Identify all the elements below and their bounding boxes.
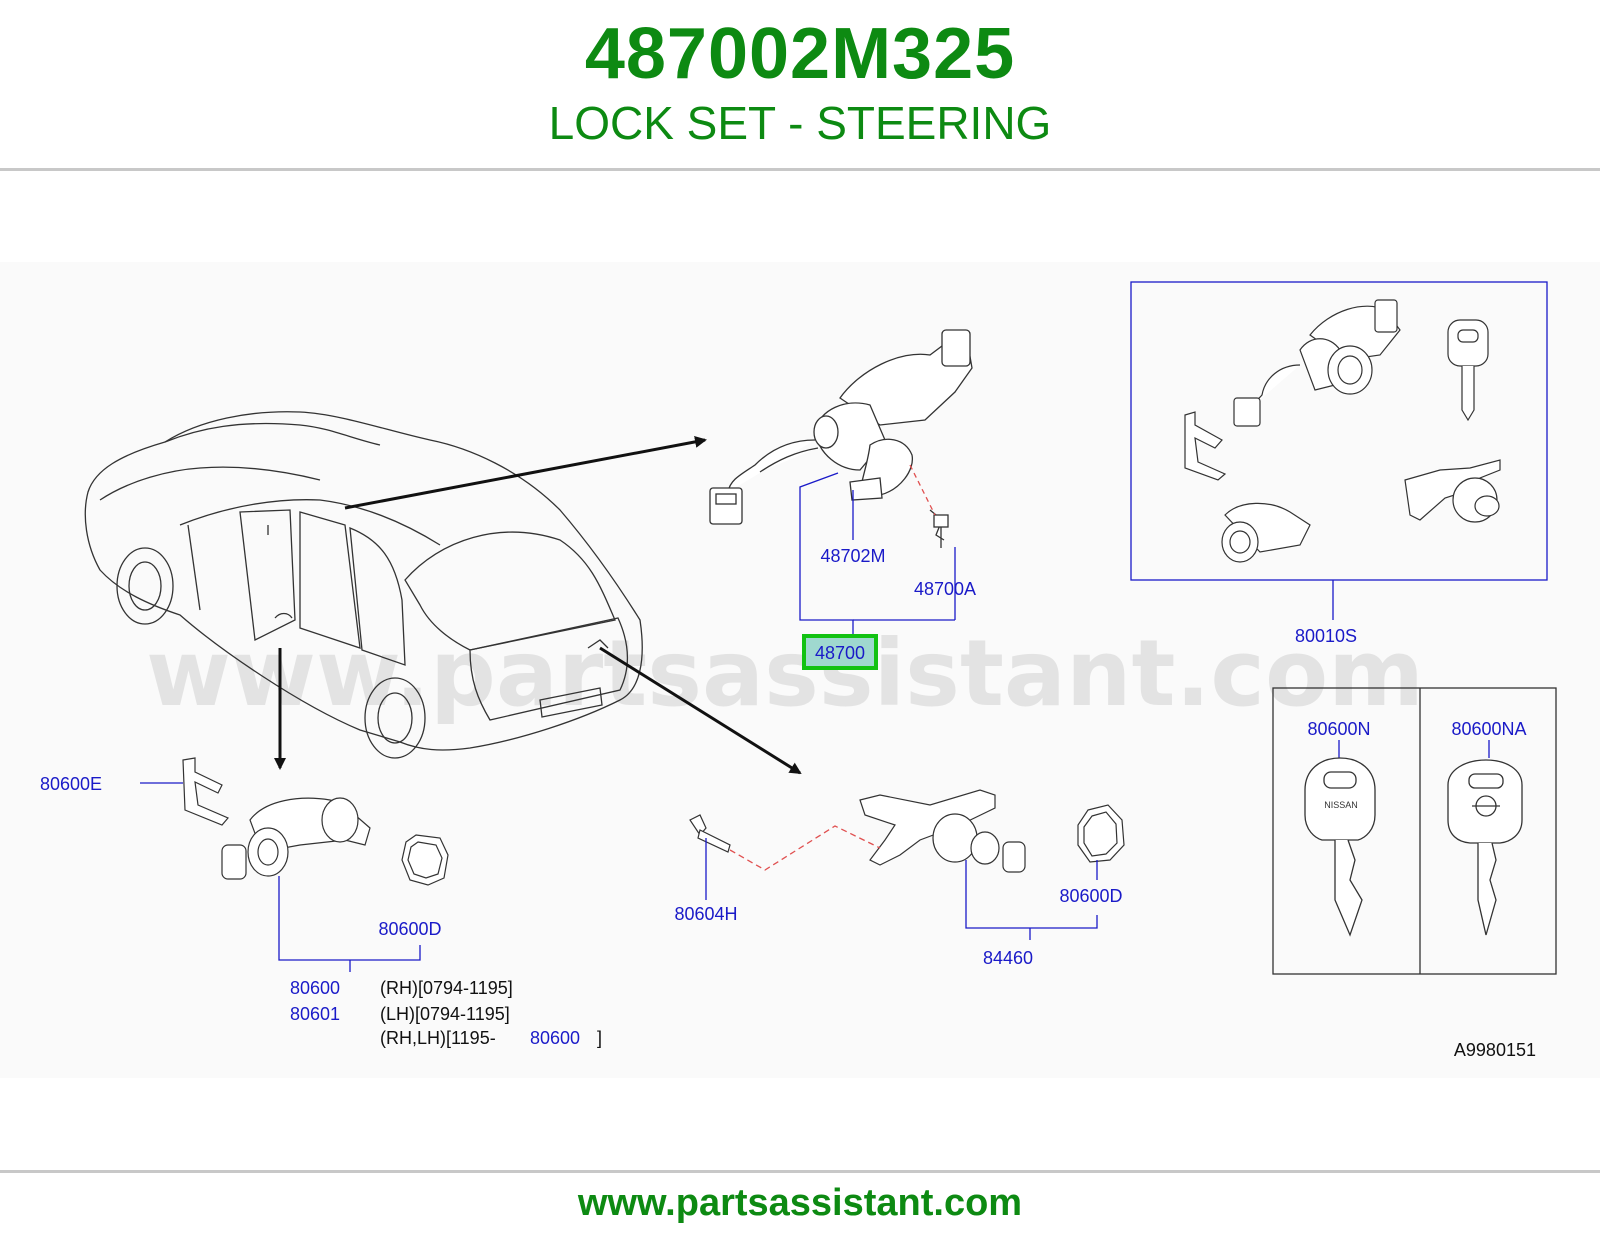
note-rh: (RH)[0794-1195] [380,978,513,998]
callout-84460[interactable]: 84460 [983,948,1033,968]
page-header: 487002M325 LOCK SET - STEERING [0,0,1600,170]
key-80600N-drawing [1304,757,1376,937]
note-lh: (LH)[0794-1195] [380,1004,510,1024]
part-number-title: 487002M325 [584,14,1016,94]
callout-80600N[interactable]: 80600N [1307,719,1370,739]
car-illustration [84,411,643,759]
trunk-lock-leaders [965,860,1098,940]
trunk-lock-dashed-leader [729,825,881,871]
callout-48700A[interactable]: 48700A [914,579,976,599]
callout-48700-highlighted[interactable]: 48700 [815,643,865,663]
note-rhlh: (RH,LH)[1195- [380,1028,496,1048]
kit-80010S-frame [1130,281,1548,581]
left-door-lock-leaders [278,876,421,972]
callout-80600E[interactable]: 80600E [40,774,102,794]
key-brand-label: NISSAN [1324,800,1358,810]
callout-80604H[interactable]: 80604H [674,904,737,924]
keys-frame [1272,687,1557,975]
diagram-code: A9980151 [1454,1040,1536,1060]
trunk-lock-drawing [689,789,1125,873]
steering-lock-assembly-drawing [709,329,973,548]
footer-website-link[interactable]: www.partsassistant.com [577,1182,1023,1224]
watermark: www.partsassistant.com [146,620,1424,727]
highlighted-part-box[interactable] [802,634,878,670]
callout-80600[interactable]: 80600 [290,978,340,998]
footer-divider [0,1170,1600,1173]
note-close-bracket: ] [597,1028,602,1048]
steering-lock-dashed-leader [909,464,936,516]
diagram-canvas: www.partsassistant.com [40,281,1557,1060]
callout-80600D-left[interactable]: 80600D [378,919,441,939]
car-arrows [274,435,802,775]
callout-80600D-right[interactable]: 80600D [1059,886,1122,906]
callout-80600-ref[interactable]: 80600 [530,1028,580,1048]
part-name-subtitle: LOCK SET - STEERING [548,97,1052,149]
parts-diagram: www.partsassistant.com [0,262,1600,1078]
callout-48702M[interactable]: 48702M [820,546,885,566]
callout-80601[interactable]: 80601 [290,1004,340,1024]
steering-lock-leaders [799,472,956,636]
kit-80010S-drawing [1184,299,1501,563]
left-door-lock-drawing [182,757,449,886]
key-80600NA-drawing [1447,759,1523,936]
header-divider [0,168,1600,171]
callout-80010S[interactable]: 80010S [1295,626,1357,646]
callout-80600NA[interactable]: 80600NA [1451,719,1526,739]
